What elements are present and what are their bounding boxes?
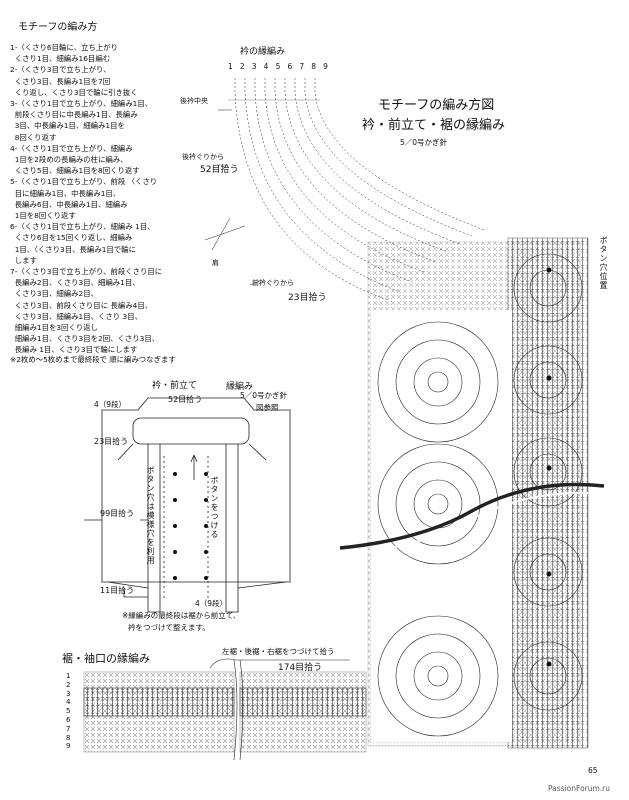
hem-title: 裾・袖口の縁編み	[62, 652, 150, 665]
diagram-hook-size: 5／0号かぎ針	[400, 138, 448, 147]
motif-step-4: 4-〈くさり1目で立ち上がり、細編み 1目を2段めの長編みの柱に編み、 くさり5…	[10, 143, 140, 176]
hem-row-number: 5	[66, 707, 71, 716]
diagram-title-line1: モチーフの編み方図	[378, 98, 495, 113]
row-number: 2	[239, 62, 245, 71]
diagram-title-line2: 衿・前立て・裾の縁編み	[362, 118, 506, 133]
front-ref-label: 図参照	[256, 403, 279, 412]
hem-row-number: 7	[66, 724, 71, 733]
front-edging-label: 縁編み	[226, 382, 254, 392]
motif-step-7: 7-〈くさり3目で立ち上がり、前段くさり目に 長編み2目、くさり3目、細編み1目…	[10, 267, 163, 355]
motif-step-3: 3-〈くさり1目で立ち上がり、細編み1目、 前段くさり目に中長編み1目、長編み …	[10, 99, 153, 142]
hem-row-number: 1	[66, 672, 71, 680]
watermark: PassionForum.ru	[548, 784, 611, 793]
front-schematic	[84, 397, 291, 613]
row-number: 4	[263, 62, 269, 71]
motif-step-5: 5-〈くさり1目で立ち上がり、前段 〈くさり 目に細編み1目、中長編み1目、 長…	[10, 177, 158, 221]
motif-step-6: 6-〈くさり1目で立ち上がり、細編み 1目、 くさり6目を15回くり返し、細編み…	[10, 222, 155, 265]
motif-steps: 1-〈くさり6目輪に、立ち上がり くさり1目、細編み16目編む 2-〈くさり3目…	[10, 42, 200, 356]
back-center-label: 後衿中央	[180, 97, 208, 105]
front-bottom-rows: 4（9段）	[195, 599, 228, 608]
buttonhole-position-label: ボタン穴位置	[599, 236, 608, 290]
page-number: 65	[588, 766, 598, 775]
collar-row-numbers: 1 2 3 4 5 6 7 8 9	[228, 62, 328, 71]
motif-note: ※2枚め～5枚めまで最終段で 順に編みつなぎます	[10, 355, 176, 364]
hem-chart	[83, 658, 367, 761]
collar-title: 衿の縁編み	[240, 47, 286, 57]
hem-row-number: 4	[66, 698, 71, 707]
front-collar-rows: 4（9段）	[94, 400, 127, 409]
front-count-label: 23目拾う	[288, 293, 327, 303]
row-number: 1	[228, 62, 233, 71]
row-number: 5	[275, 62, 281, 71]
front-note-2: 衿をつづけて整えます。	[128, 623, 210, 632]
front-hook-size: 5／0号かぎ針	[240, 391, 288, 400]
hem-row-numbers: 1 2 3 4 5 6 7 8 9	[66, 672, 82, 751]
motif-strip	[339, 237, 605, 749]
hem-note: 左裾・後裾・右裾をつづけて拾う	[222, 647, 335, 656]
front-hem-count: 11目拾う	[100, 586, 135, 595]
hem-row-number: 3	[66, 689, 71, 698]
row-number: 8	[311, 62, 317, 71]
front-side-count: 99目拾う	[100, 509, 135, 518]
hem-row-number: 8	[66, 733, 71, 742]
front-note-1: ※縁編みの最終段は裾から前立て、	[122, 611, 241, 620]
hem-row-number: 9	[66, 742, 71, 751]
motif-title: モチーフの編み方	[18, 22, 98, 33]
button-dots	[173, 472, 208, 580]
front-neck-count: 23目拾う	[94, 437, 129, 446]
row-number: 3	[251, 62, 257, 71]
back-count-label: 52目拾う	[200, 165, 239, 175]
hem-count: 174目拾う	[278, 663, 323, 673]
back-pickup-label: 後衿ぐりから	[182, 153, 224, 161]
hem-row-number: 6	[66, 715, 71, 724]
shoulder-label: 肩	[212, 259, 219, 267]
button-note: ボタンをつける	[210, 476, 219, 539]
motif-step-1: 1-〈くさり6目輪に、立ち上がり くさり1目、細編み16目編む	[10, 43, 118, 64]
buttonhole-note: ボタン穴は模様穴を利用	[146, 466, 155, 565]
front-pickup-label: 前衿ぐりから	[252, 279, 294, 287]
row-number: 9	[323, 62, 328, 71]
row-number: 6	[287, 62, 293, 71]
front-collar-count: 52目拾う	[168, 395, 203, 404]
front-title: 衿・前立て	[152, 381, 198, 391]
row-number: 7	[299, 62, 305, 71]
motif-step-2: 2-〈くさり3目で立ち上がり、 くさり3目、長編み1目を7回 くり返し、くさり3…	[10, 65, 138, 97]
hem-row-number: 2	[66, 680, 71, 689]
